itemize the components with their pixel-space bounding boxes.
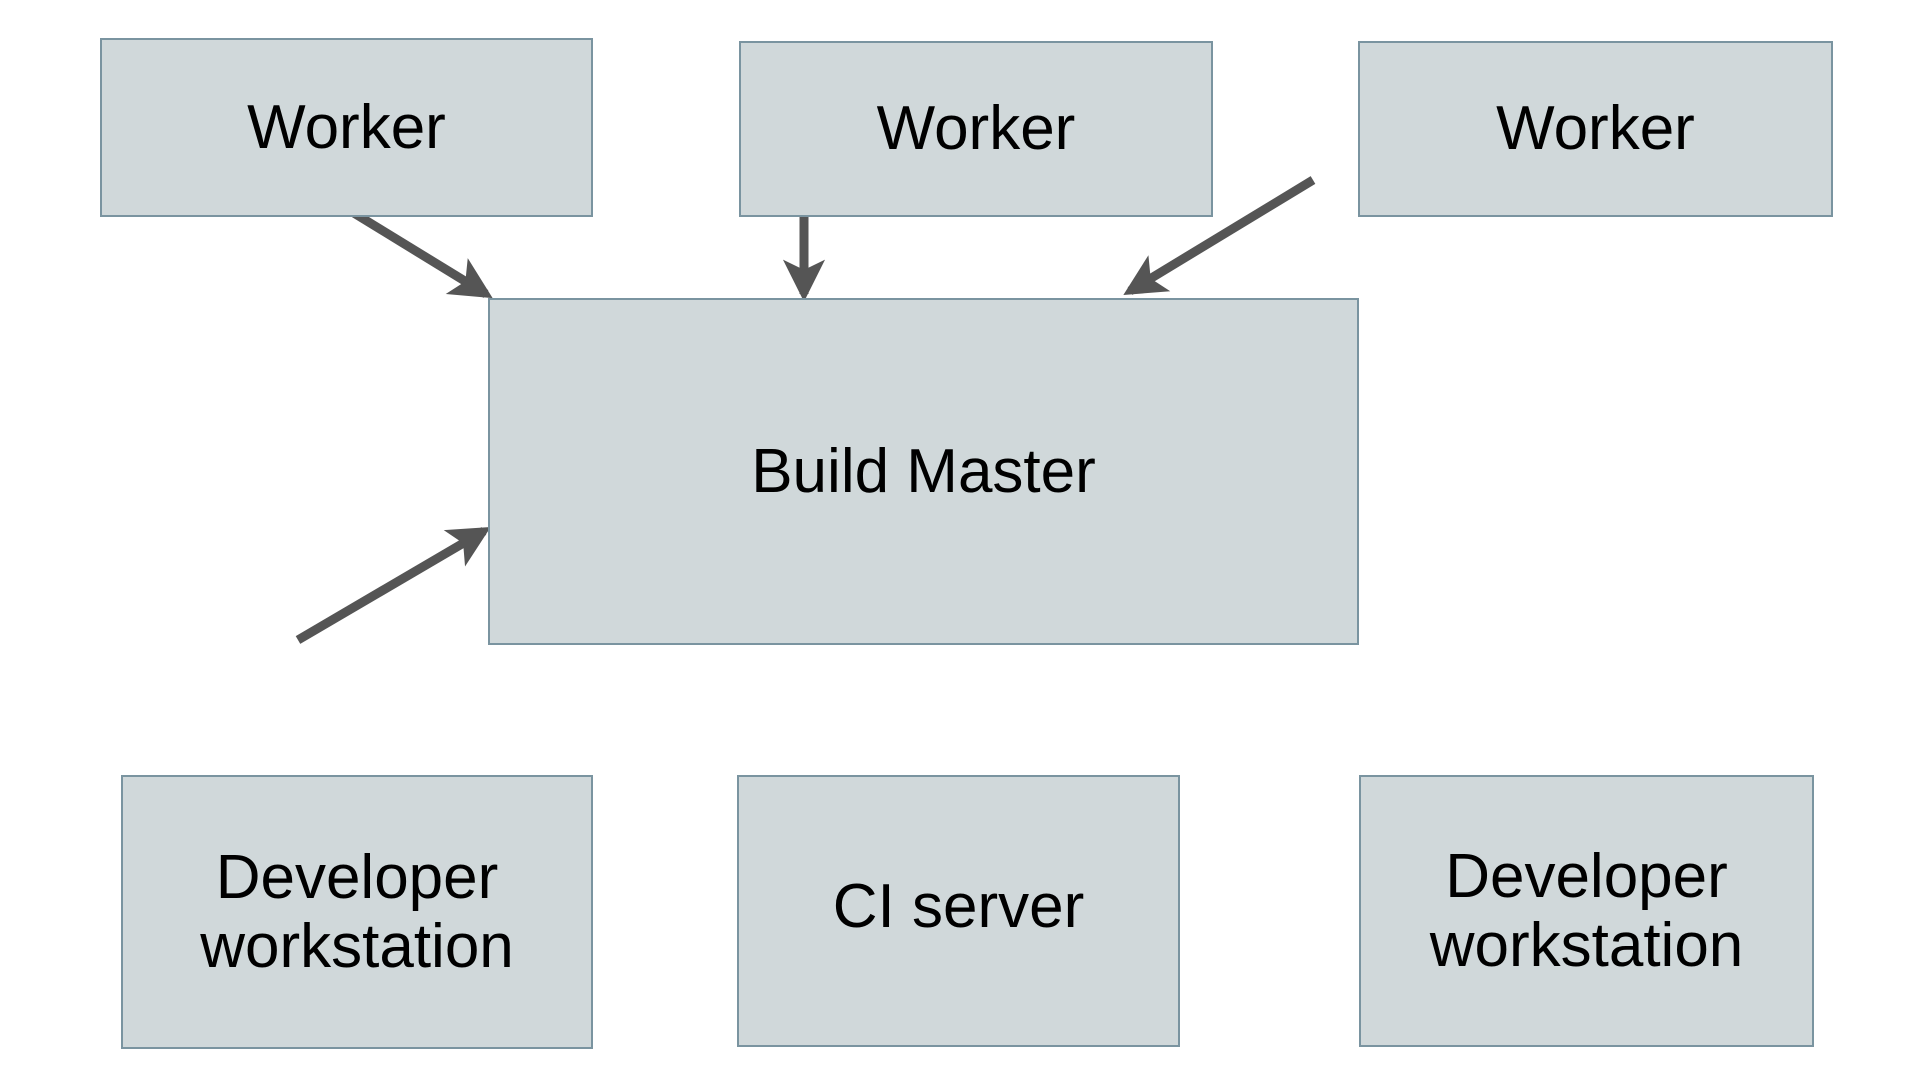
- node-developer-workstation-right[interactable]: Developer workstation: [1359, 775, 1814, 1047]
- node-worker-2-label: Worker: [876, 94, 1076, 164]
- node-ci-server[interactable]: CI server: [737, 775, 1180, 1047]
- node-developer-workstation-right-label: Developer workstation: [1429, 841, 1744, 980]
- node-worker-1[interactable]: Worker: [100, 38, 593, 217]
- node-developer-workstation-left[interactable]: Developer workstation: [121, 775, 593, 1049]
- node-build-master[interactable]: Build Master: [488, 298, 1359, 645]
- node-developer-workstation-left-label: Developer workstation: [200, 842, 514, 981]
- node-worker-1-label: Worker: [247, 92, 446, 162]
- node-worker-3-label: Worker: [1496, 94, 1695, 164]
- node-worker-3[interactable]: Worker: [1358, 41, 1833, 217]
- node-worker-2[interactable]: Worker: [739, 41, 1213, 217]
- node-ci-server-label: CI server: [832, 872, 1085, 942]
- arrow-developer-workstation-left-to-build-master: [295, 527, 491, 644]
- node-build-master-label: Build Master: [751, 436, 1096, 506]
